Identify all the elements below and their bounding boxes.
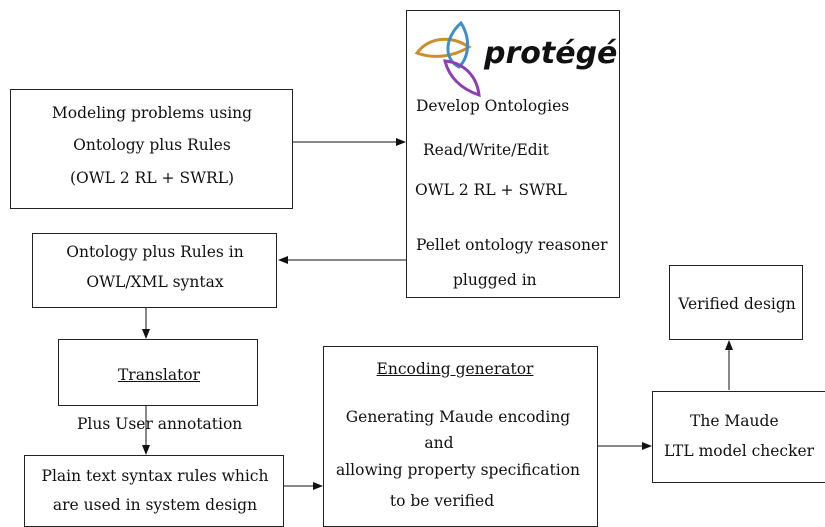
protege-line-3: OWL 2 RL + SWRL — [415, 181, 567, 199]
encoding-line-1: Generating Maude encoding — [345, 408, 571, 426]
plain-text-rules-box: Plain text syntax rules which are used i… — [24, 455, 284, 527]
protege-logo-icon — [415, 20, 481, 98]
modeling-line-1: Modeling problems using — [51, 104, 253, 122]
plain-text-line-1: Plain text syntax rules which — [41, 467, 269, 485]
translator-box: Translator — [58, 339, 258, 406]
protege-box: protégé Develop Ontologies Read/Write/Ed… — [406, 10, 620, 298]
owl-xml-line-1: Ontology plus Rules in — [66, 243, 244, 261]
maude-line-1: The Maude — [690, 412, 779, 430]
protege-line-2: Read/Write/Edit — [423, 141, 549, 159]
modeling-line-2: Ontology plus Rules — [73, 136, 231, 154]
protege-line-1: Develop Ontologies — [416, 97, 570, 115]
translator-title: Translator — [117, 366, 201, 384]
owl-xml-line-2: OWL/XML syntax — [86, 273, 224, 291]
encoding-title: Encoding generator — [376, 360, 534, 378]
verified-design-title: Verified design — [678, 295, 796, 313]
protege-line-4: Pellet ontology reasoner — [416, 236, 608, 254]
protege-logo-text: protégé — [484, 36, 618, 71]
maude-checker-box: The Maude LTL model checker — [652, 391, 825, 483]
modeling-line-3: (OWL 2 RL + SWRL) — [69, 169, 235, 187]
encoding-line-2: and — [424, 434, 454, 452]
owl-xml-box: Ontology plus Rules in OWL/XML syntax — [32, 233, 277, 308]
plain-text-line-2: are used in system design — [52, 496, 258, 514]
verified-design-box: Verified design — [669, 265, 803, 340]
protege-line-5: plugged in — [453, 271, 537, 289]
maude-line-2: LTL model checker — [664, 442, 815, 460]
encoding-generator-box: Encoding generator Generating Maude enco… — [323, 346, 598, 527]
user-annotation-label: Plus User annotation — [77, 415, 243, 433]
encoding-line-4: to be verified — [389, 492, 495, 510]
modeling-problems-box: Modeling problems using Ontology plus Ru… — [10, 89, 293, 209]
encoding-line-3: allowing property specification — [335, 461, 581, 479]
